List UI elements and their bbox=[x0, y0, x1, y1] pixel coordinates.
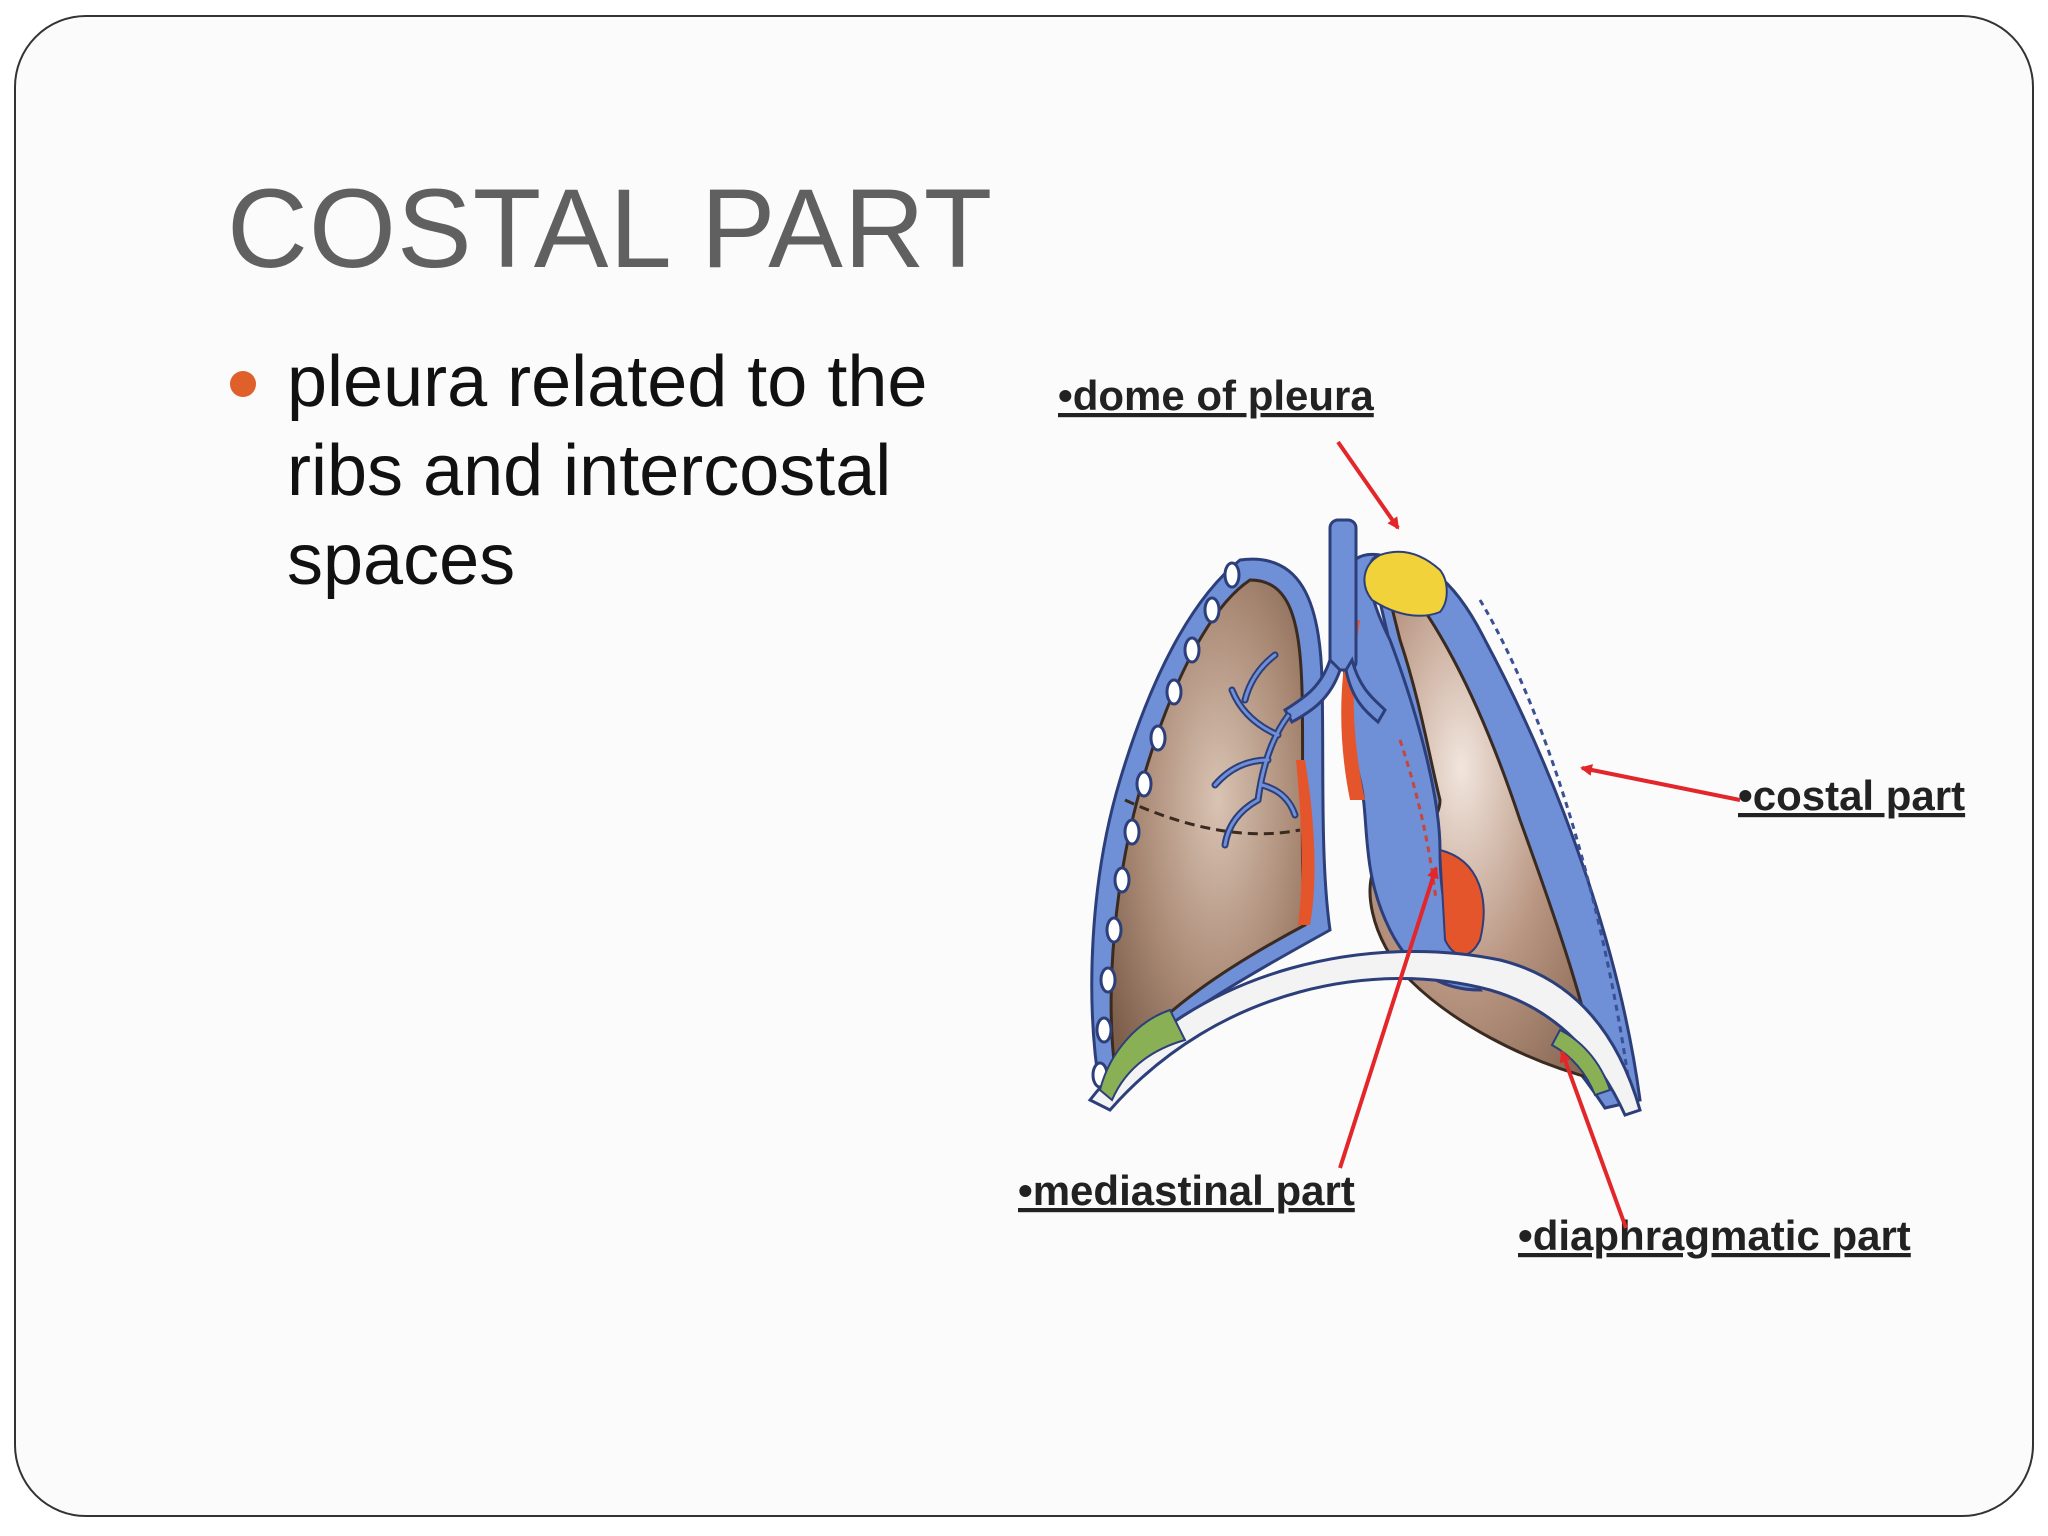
lung-left bbox=[1109, 578, 1307, 1074]
costal-pleura-strip bbox=[1478, 599, 1632, 1091]
bullet-text: pleura related to the ribs and intercost… bbox=[287, 342, 928, 600]
arrow-diaphragmatic bbox=[1559, 1050, 1628, 1229]
bronchial-tree-fill bbox=[1213, 653, 1297, 847]
label-costal-part: •costal part bbox=[1738, 772, 1965, 819]
slide-title: COSTAL PART bbox=[227, 166, 994, 291]
lung-left-fissure bbox=[1124, 798, 1301, 836]
arrow-costal bbox=[1580, 764, 1741, 802]
slide-frame bbox=[14, 15, 2034, 1517]
mediastinal-dash bbox=[1398, 739, 1438, 901]
trachea bbox=[1282, 518, 1387, 725]
label-diaphragmatic-part: •diaphragmatic part bbox=[1518, 1212, 1911, 1259]
costodiaphragmatic-recess-left bbox=[1098, 1008, 1187, 1102]
cupula-pleura bbox=[1363, 550, 1448, 617]
lung-left-orange bbox=[1296, 760, 1315, 925]
bullet-dot bbox=[230, 371, 256, 397]
label-dome-of-pleura: •dome of pleura bbox=[1058, 372, 1374, 419]
arrow-mediastinal bbox=[1338, 866, 1439, 1169]
diaphragm bbox=[1087, 949, 1642, 1117]
label-mediastinal-part: •mediastinal part bbox=[1018, 1167, 1355, 1214]
arrow-dome bbox=[1336, 440, 1400, 530]
